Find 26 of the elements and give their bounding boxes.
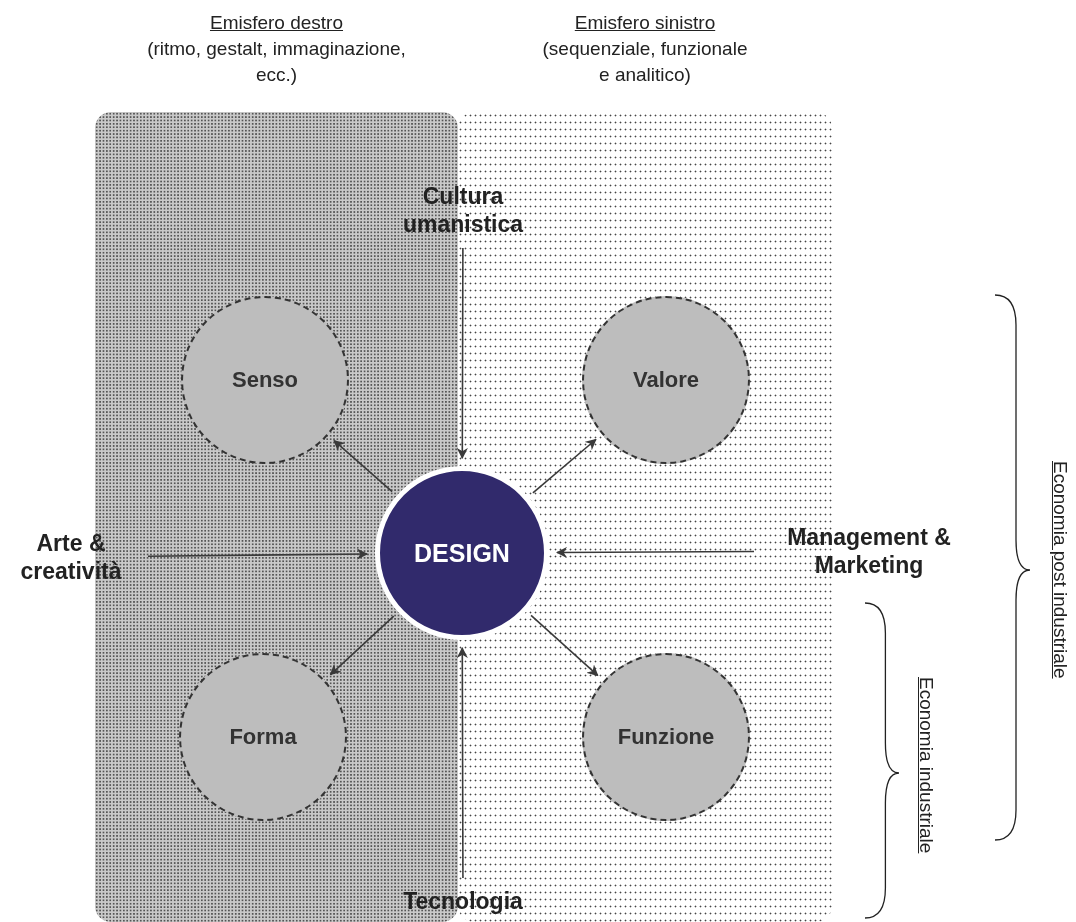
circle-label: DESIGN: [414, 538, 510, 568]
column-description: (ritmo, gestalt, immaginazione, ecc.): [146, 37, 407, 87]
bracket-label: Economia industriale: [915, 677, 937, 854]
input-label: Cultura umanistica: [401, 182, 525, 238]
concept-circle: [582, 653, 750, 821]
circle-label: Funzione: [617, 724, 715, 750]
circle-label: Valore: [632, 367, 699, 393]
arrow: [555, 546, 755, 559]
arrow: [532, 438, 597, 494]
arrow: [329, 615, 395, 676]
input-label: Management & Marketing: [786, 523, 952, 579]
arrow: [333, 439, 393, 493]
input-label: Arte & creatività: [19, 529, 123, 585]
bracket-label: Economia post industriale: [1049, 461, 1071, 679]
concept-circle: [181, 296, 349, 464]
concept-circle: [582, 296, 750, 464]
concept-circle: [179, 653, 347, 821]
arrow: [147, 548, 369, 560]
column-heading: Emisfero destro: [208, 11, 344, 35]
circle-label: Senso: [232, 367, 298, 393]
column-description: (sequenziale, funzionale e analitico): [541, 37, 749, 87]
arrow: [456, 247, 468, 460]
arrow: [456, 646, 468, 879]
circle-label: Forma: [229, 724, 297, 750]
column-heading: Emisfero sinistro: [573, 11, 717, 35]
input-label: Tecnologia: [403, 887, 523, 915]
